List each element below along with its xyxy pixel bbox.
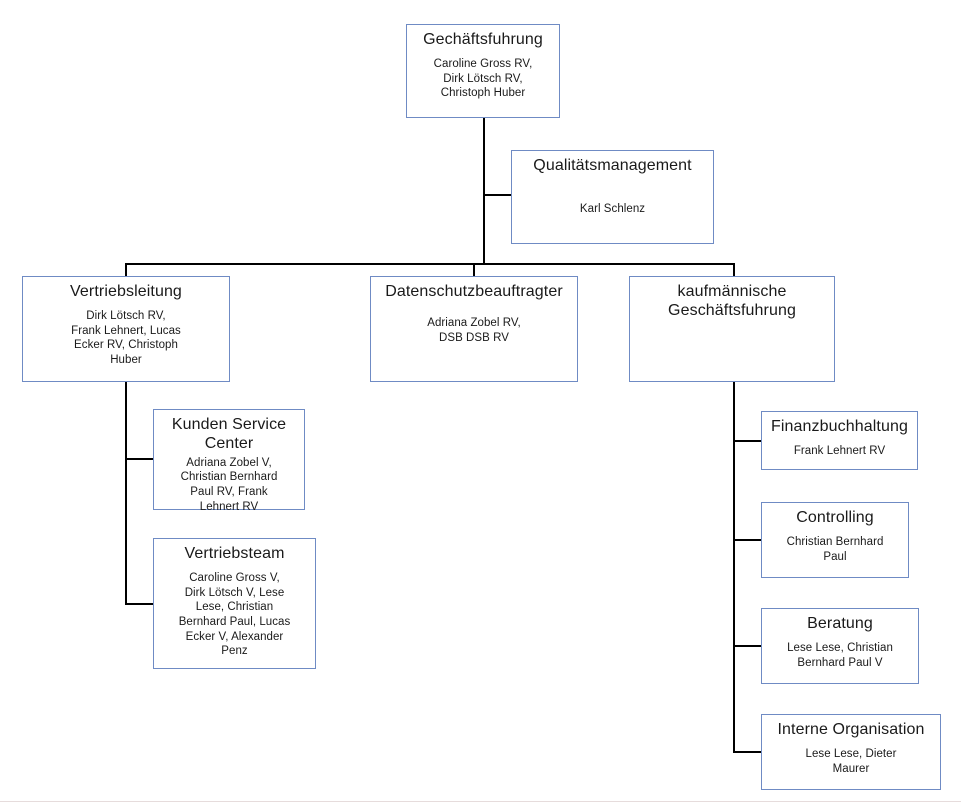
- connector-vertriebsleitung-trunk: [125, 381, 127, 605]
- node-finanzbuchhaltung[interactable]: Finanzbuchhaltung Frank Lehnert RV: [761, 411, 918, 470]
- connector-kaufmaennische-trunk: [733, 381, 735, 753]
- connector-level1-drop-middle: [473, 263, 475, 276]
- node-members: Adriana Zobel RV, DSB DSB RV: [427, 316, 521, 344]
- node-datenschutzbeauftragter[interactable]: Datenschutzbeauftragter Adriana Zobel RV…: [370, 276, 578, 382]
- node-title: Beratung: [807, 615, 873, 632]
- node-title: Gechäftsfuhrung: [423, 31, 543, 48]
- node-title: Controlling: [796, 509, 874, 526]
- node-title: Vertriebsteam: [184, 545, 285, 562]
- connector-to-controlling: [733, 539, 761, 541]
- connector-level1-drop-right: [733, 263, 735, 276]
- node-title: Interne Organisation: [777, 721, 925, 738]
- node-members: Dirk Lötsch RV, Frank Lehnert, Lucas Eck…: [71, 309, 181, 367]
- node-title: Datenschutzbeauftragter: [385, 283, 563, 300]
- node-title: Vertriebsleitung: [70, 283, 182, 300]
- connector-to-beratung: [733, 645, 761, 647]
- connector-to-kunden-service-center: [125, 458, 154, 460]
- node-members: Frank Lehnert RV: [793, 444, 886, 457]
- connector-to-interne-organisation: [733, 751, 761, 753]
- node-vertriebsleitung[interactable]: Vertriebsleitung Dirk Lötsch RV, Frank L…: [22, 276, 230, 382]
- node-title: kaufmännische Geschäftsfuhrung: [668, 283, 796, 319]
- node-title: Kunden Service Center: [171, 416, 287, 452]
- node-members: Karl Schlenz: [579, 202, 646, 215]
- node-members: Caroline Gross RV, Dirk Lötsch RV, Chris…: [433, 57, 533, 100]
- node-title: Finanzbuchhaltung: [771, 418, 908, 435]
- node-controlling[interactable]: Controlling Christian Bernhard Paul: [761, 502, 909, 578]
- connector-level1-drop-left: [125, 263, 127, 276]
- node-title: Qualitätsmanagement: [533, 157, 692, 174]
- connector-to-vertriebsteam: [125, 603, 154, 605]
- node-kaufmaennische-geschaeftsfuhrung[interactable]: kaufmännische Geschäftsfuhrung: [629, 276, 835, 382]
- node-members: Lese Lese, Dieter Maurer: [805, 747, 897, 775]
- node-members: Adriana Zobel V, Christian Bernhard Paul…: [180, 456, 278, 513]
- page-bottom-rule: [0, 801, 961, 802]
- node-members: Christian Bernhard Paul: [786, 535, 884, 563]
- node-members: Lese Lese, Christian Bernhard Paul V: [787, 641, 893, 669]
- node-vertriebsteam[interactable]: Vertriebsteam Caroline Gross V, Dirk Löt…: [153, 538, 316, 669]
- node-members: Caroline Gross V, Dirk Lötsch V, Lese Le…: [178, 571, 291, 658]
- connector-to-finanzbuchhaltung: [733, 440, 761, 442]
- node-kunden-service-center[interactable]: Kunden Service Center Adriana Zobel V, C…: [153, 409, 305, 513]
- node-beratung[interactable]: Beratung Lese Lese, Christian Bernhard P…: [761, 608, 919, 684]
- connector-root-trunk: [483, 117, 485, 265]
- node-geschaeftsfuhrung[interactable]: Gechäftsfuhrung Caroline Gross RV, Dirk …: [406, 24, 560, 118]
- node-qualitaetsmanagement[interactable]: Qualitätsmanagement Karl Schlenz: [511, 150, 714, 244]
- node-interne-organisation[interactable]: Interne Organisation Lese Lese, Dieter M…: [761, 714, 941, 790]
- connector-level1-bus: [125, 263, 735, 265]
- connector-root-to-qualitaetsmanagement: [483, 194, 512, 196]
